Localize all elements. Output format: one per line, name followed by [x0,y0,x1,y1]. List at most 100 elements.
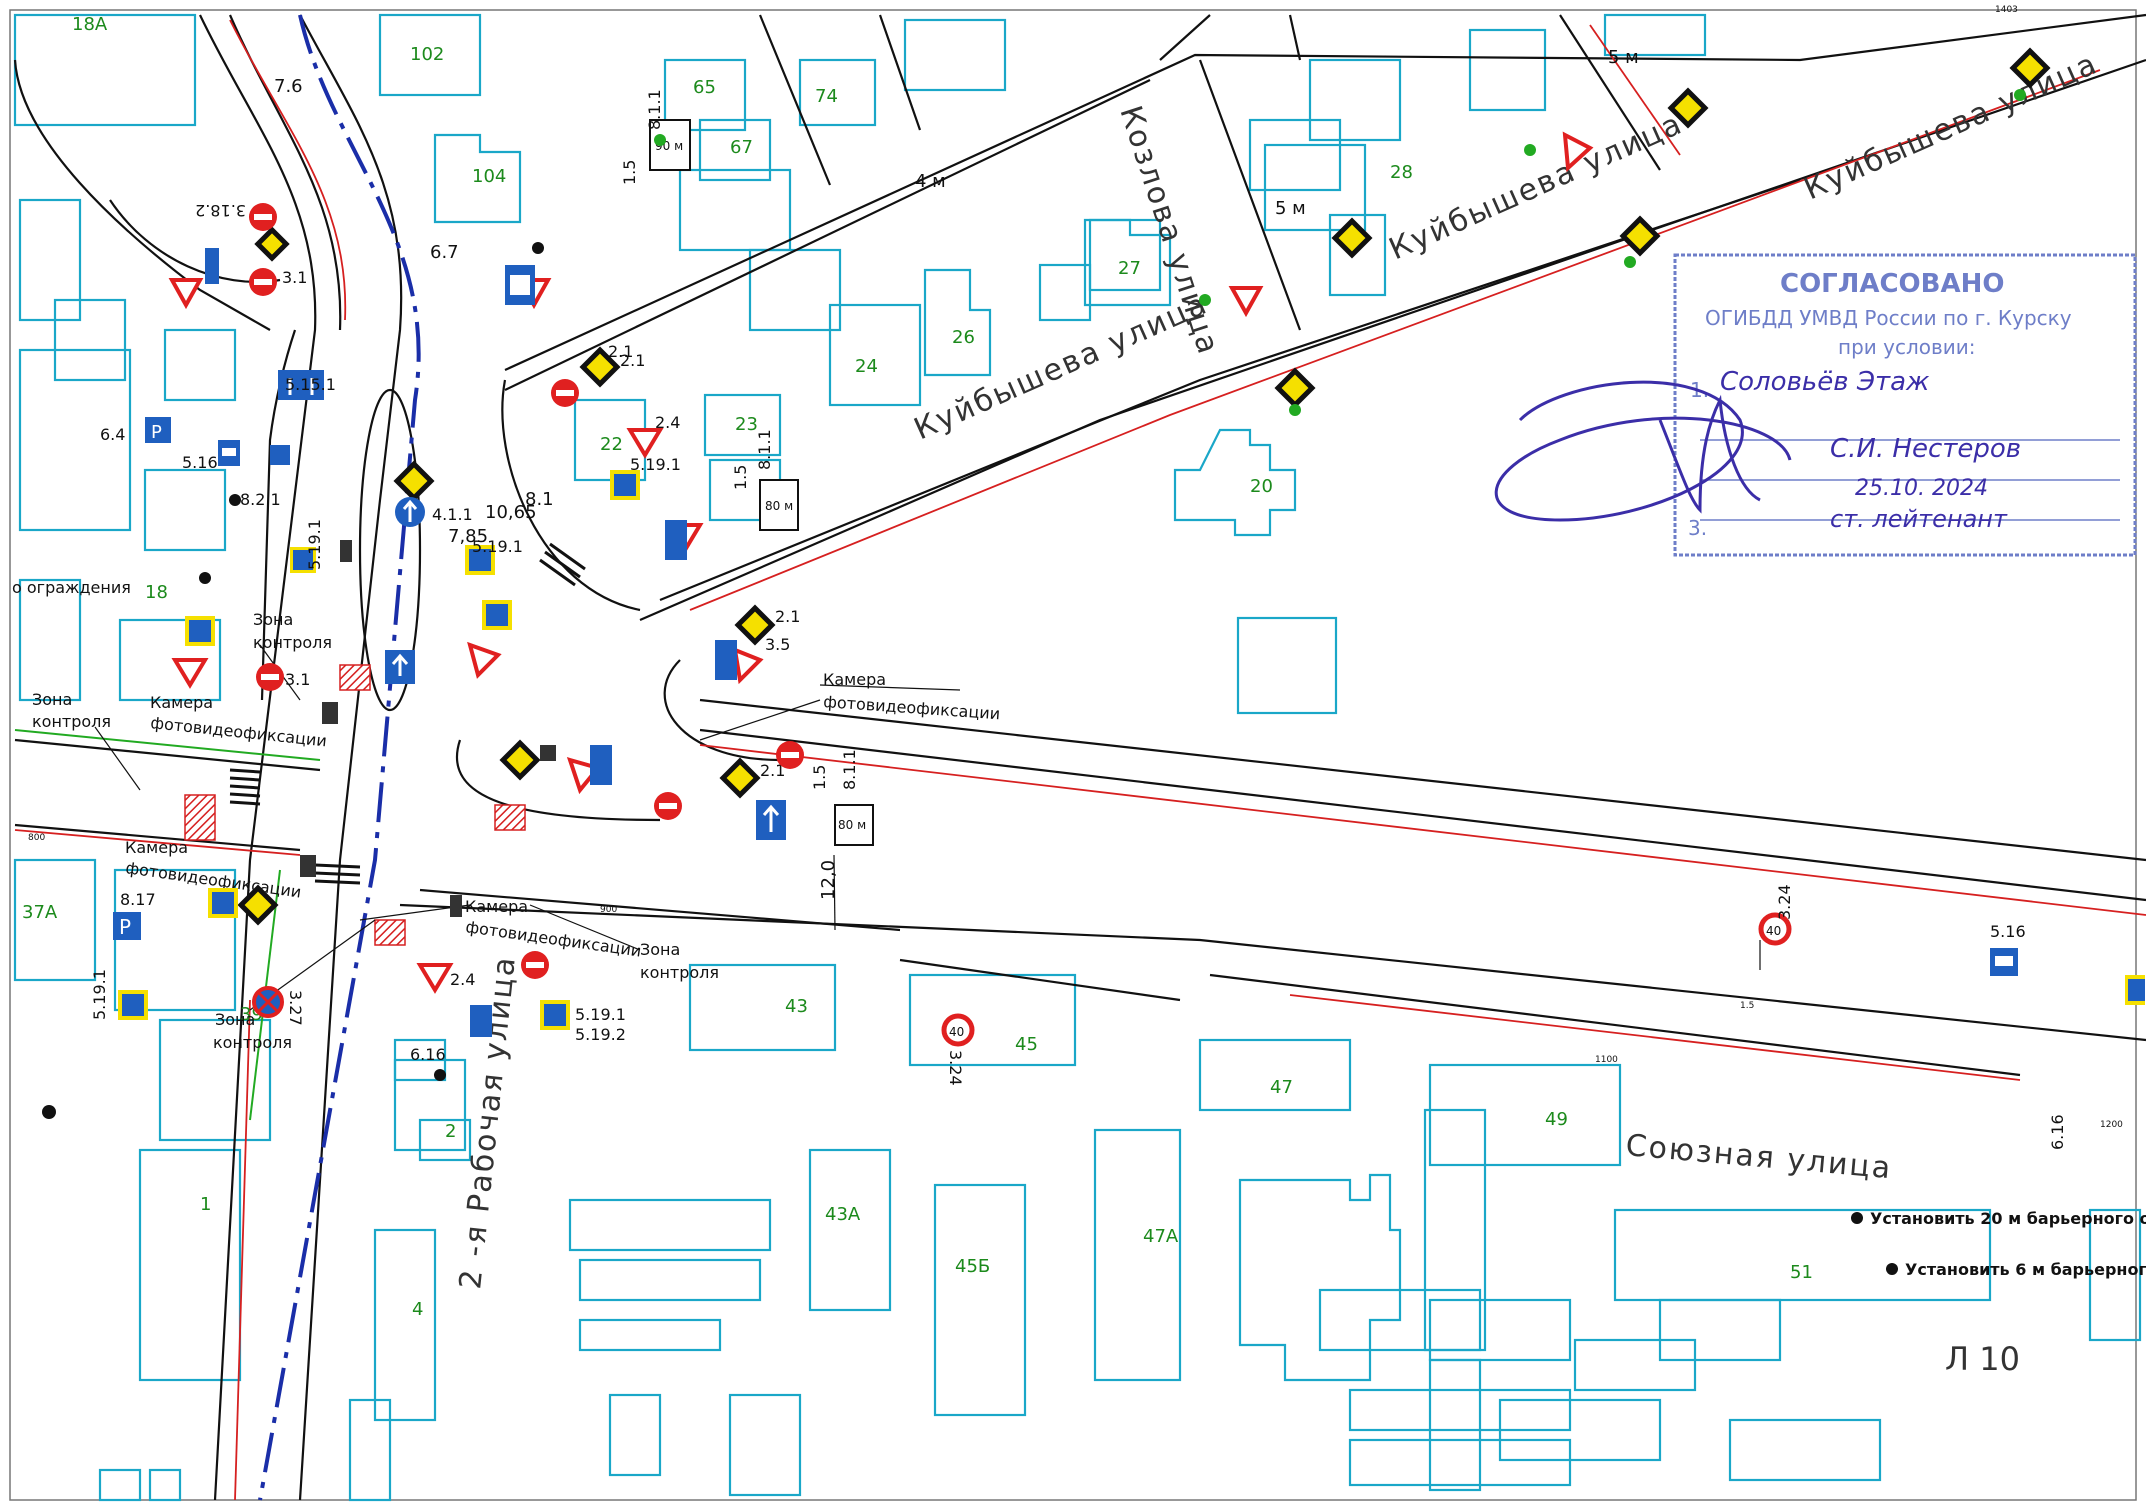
buildings [13,13,2142,1502]
hatch-zone-2 [374,919,406,946]
no-entry-sign [776,741,804,769]
island-se [663,659,781,762]
no-entry-sign [249,203,277,231]
lane-direction-sign [278,370,324,400]
no-entry-sign [521,951,549,979]
rabochaya-west-edge [199,14,317,1501]
sign-plate [505,265,535,305]
marker-dots [42,89,2026,1275]
dim-7-85: 7,85 [448,526,488,547]
give-way-sign [467,641,502,679]
svg-text:3.27: 3.27 [286,990,305,1026]
bnum-104: 104 [472,166,506,187]
priority-road-sign [393,460,435,502]
give-way-sign [732,646,764,685]
svg-text:5.15.1: 5.15.1 [285,375,336,394]
no-entry-sign [654,792,682,820]
priority-road-sign [1667,87,1709,129]
give-way-sign [1562,131,1594,173]
dim-12: 12,0 [818,860,839,900]
bnum-24: 24 [855,356,878,377]
priority-road-sign [1619,215,1661,257]
pedestrian-crossing-sign [540,1000,570,1030]
svg-text:5.19.1: 5.19.1 [472,537,523,556]
sign-plate [205,248,219,284]
bnum-22: 22 [600,434,623,455]
bnum-43: 43 [785,996,808,1017]
west-street-north [14,738,321,772]
svg-text:3.24: 3.24 [946,1050,965,1086]
dim-4m: 4 м [915,171,946,192]
hatch-zone-3 [339,664,371,691]
svg-text:2.1: 2.1 [775,607,800,626]
soyuznaya-south-inner [419,888,901,932]
bus-stop-sign [1990,948,2018,976]
bnum-49: 49 [1545,1109,1568,1130]
kontrolya-2: контроля [32,712,111,731]
kozlova-road [1198,14,1302,331]
note-2: Установить 6 м барьерного о [1905,1260,2146,1279]
road-signs: 2.1 2.1 2.1 [90,47,2145,1150]
sig-line-4: ст. лейтенант [1830,505,2008,533]
bnum-28: 28 [1390,162,1413,183]
parking-sign: P [113,912,141,940]
north-block [758,14,922,186]
kontrolya-3: контроля [640,963,719,982]
pedestrian-crossing-sign [482,600,512,630]
bnum-65: 65 [693,77,716,98]
ograzhdeniya: о ограждения [12,578,131,597]
bnum-43a: 43А [825,1204,861,1225]
svg-text:3.5: 3.5 [765,635,790,654]
no-entry-sign [249,268,277,296]
svg-text:3.18.2: 3.18.2 [195,201,246,220]
priority-road-sign [579,346,621,388]
sheet-number: Л 10 [1945,1340,2020,1378]
distance-plate: 90 м [649,119,691,171]
bnum-1: 1 [200,1194,211,1215]
parking-sign: P [145,417,171,443]
kuibysheva-north [504,13,2146,372]
approval-stamp: СОГЛАСОВАНО ОГИБДД УМВД России по г. Кур… [1673,253,2137,557]
bnum-20: 20 [1250,476,1273,497]
svg-text:5.19.1: 5.19.1 [90,969,109,1020]
median-island [358,388,422,712]
sign-plate [470,1005,492,1037]
bnum-51: 51 [1790,1262,1813,1283]
pedestrian-crossing-sign [610,470,640,500]
svg-text:3.1: 3.1 [282,268,307,287]
give-way-sign [168,278,204,310]
zona-1: Зона [253,610,293,629]
speed-limit-sign: 40 [941,1013,975,1047]
kuibysheva-south [639,58,2146,622]
svg-text:40: 40 [1766,924,1781,938]
priority-road-sign [719,757,761,799]
street-soyuznaya: Союзная улица [1624,1128,1893,1186]
svg-text:8.1.1: 8.1.1 [645,89,664,130]
kamera-3: Камера [125,838,188,857]
sig-line-3: 25.10. 2024 [1855,476,1988,501]
road-axis [258,14,421,1501]
svg-text:2.1: 2.1 [760,761,785,780]
svg-text:P: P [119,915,131,939]
traffic-light-icon [300,540,556,917]
priority-road-sign [734,604,776,646]
svg-text:6.4: 6.4 [100,425,125,444]
svg-text:6.16: 6.16 [2048,1114,2067,1150]
bus-stop-sign [218,440,240,466]
soyuznaya-kerb [899,958,2021,1077]
bnum-2: 2 [445,1121,456,1142]
rabochaya-east-edge [298,14,403,1501]
pedestrian-crossing-sign [465,545,495,575]
sign-plate [715,640,737,680]
sign-plate [270,445,290,465]
straight-ahead-sign [395,497,425,527]
dim-900: 900 [600,905,617,915]
priority-road-sign [254,226,290,262]
dim-5m-mid: 5 м [1275,198,1306,219]
svg-text:80 м: 80 м [765,499,793,513]
dim-800: 800 [28,833,45,843]
dim-8-1: 8.1 [525,489,554,510]
zona-2: Зона [32,690,72,709]
red-lines [14,19,2146,1501]
bnum-37a: 37А [22,902,58,923]
